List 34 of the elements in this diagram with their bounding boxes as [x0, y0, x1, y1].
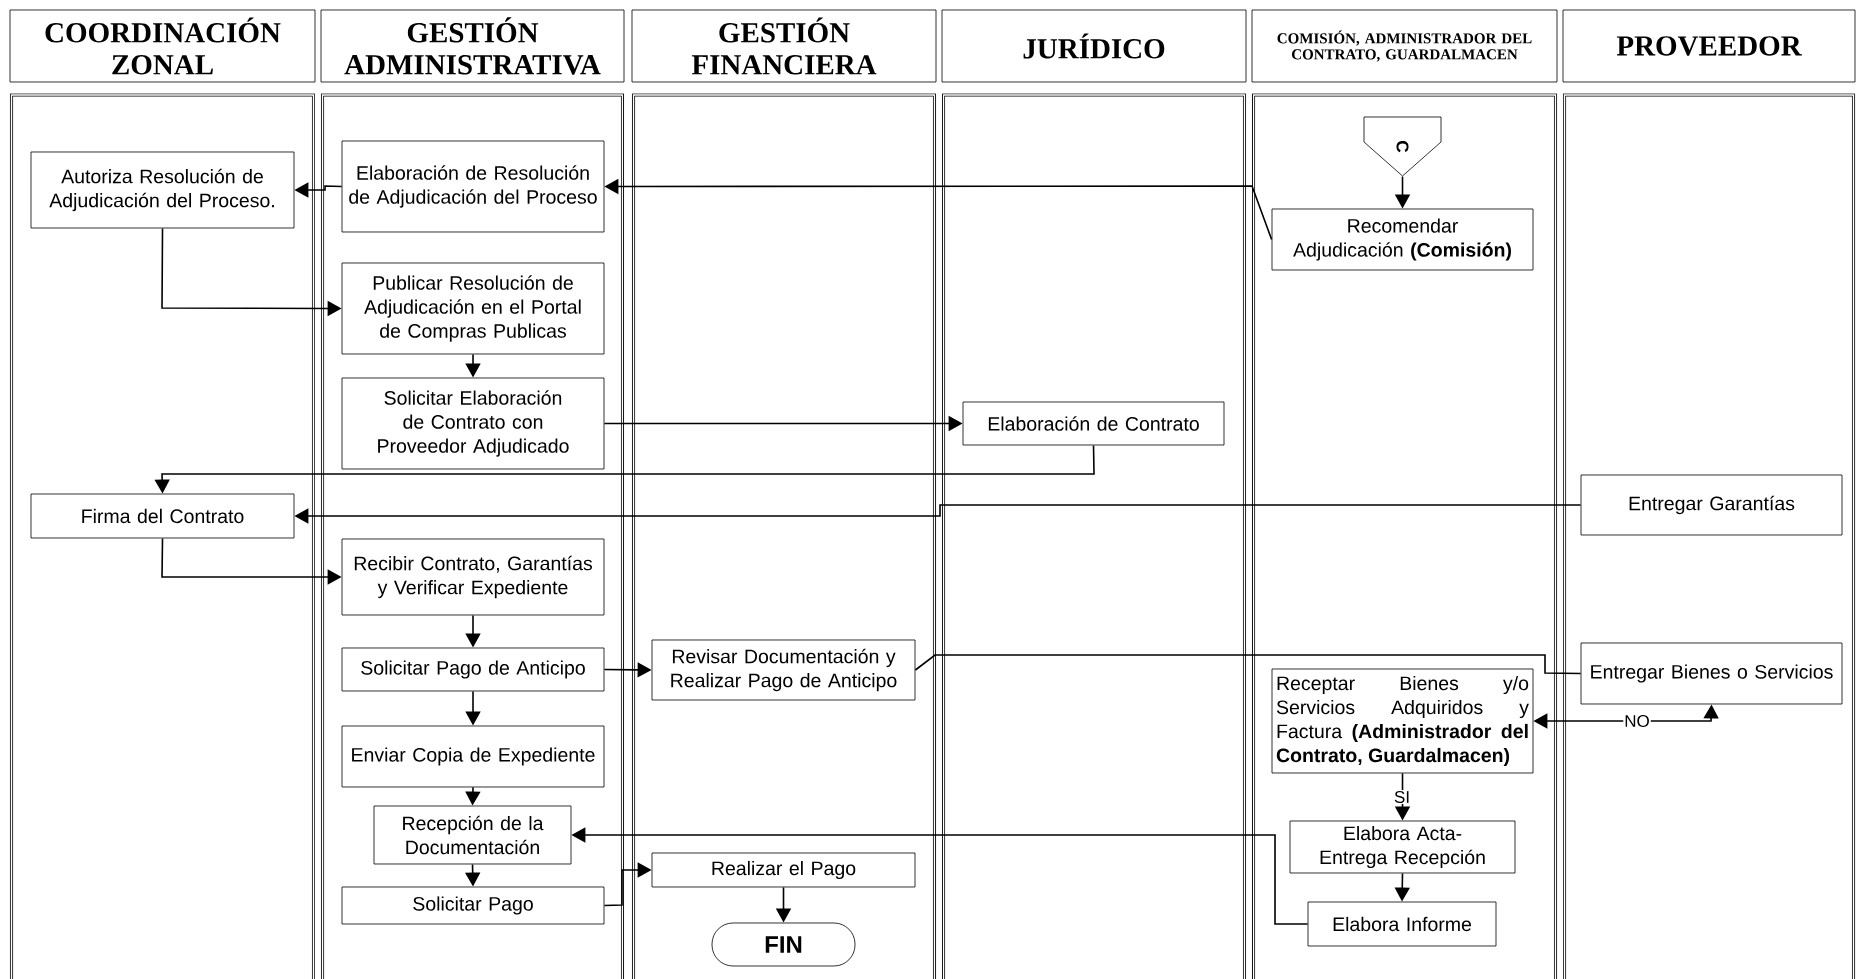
- process-box: Firma del Contrato: [30, 493, 295, 539]
- lane-header: COORDINACIÓN ZONAL: [9, 9, 316, 83]
- process-box: Recibir Contrato, Garantías y Verificar Expediente: [341, 538, 605, 616]
- process-box: Entregar Garantías: [1580, 474, 1843, 536]
- lane-header: GESTIÓN FINANCIERA: [631, 9, 937, 83]
- process-box: Elaboración de Contrato: [962, 401, 1225, 446]
- process-box: Solicitar Pago de Anticipo: [341, 647, 605, 692]
- process-box: Publicar Resolución de Adjudicación en el Portal de Compras Publicas: [341, 262, 605, 355]
- process-box: Elaboración de Resolución de Adjudicación del Proceso: [341, 140, 605, 233]
- lane-header: COMISIÓN, ADMINISTRADOR DEL CONTRATO, GUARDALMACEN: [1251, 9, 1558, 83]
- process-box: Elabora Informe: [1307, 901, 1497, 947]
- process-box: Revisar Documentación y Realizar Pago de Anticipo: [651, 639, 916, 701]
- lane: [1562, 93, 1856, 979]
- process-box: Receptar Bienes y/o Servicios Adquiridos y Factura (Administrador del Contrato, Guardalmacen): [1271, 668, 1534, 774]
- lane: [320, 93, 625, 979]
- process-box: Elabora Acta-Entrega Recepción: [1289, 820, 1516, 874]
- lane: [631, 93, 937, 979]
- process-box: Entregar Bienes o Servicios: [1580, 642, 1843, 705]
- lane: [9, 93, 316, 979]
- lane-header: GESTIÓN ADMINISTRATIVA: [320, 9, 625, 83]
- process-box: Enviar Copia de Expediente: [341, 725, 605, 788]
- process-box: Autoriza Resolución de Adjudicación del Proceso.: [30, 151, 295, 229]
- process-box: Solicitar Pago: [341, 886, 605, 925]
- process-box: Recomendar Adjudicación (Comisión): [1271, 208, 1534, 271]
- process-box: Recepción de la Documentación: [373, 805, 572, 865]
- process-box: Solicitar Elaboración de Contrato con Proveedor Adjudicado: [341, 377, 605, 470]
- process-box: Realizar el Pago: [651, 852, 916, 888]
- lane-header: JURÍDICO: [941, 9, 1247, 83]
- edge-label: SI: [1393, 790, 1412, 804]
- lane: [1251, 93, 1558, 979]
- terminator: FIN: [711, 922, 856, 967]
- lane: [941, 93, 1247, 979]
- off-page-connector: C: [1363, 116, 1442, 177]
- lane-header: PROVEEDOR: [1562, 9, 1856, 83]
